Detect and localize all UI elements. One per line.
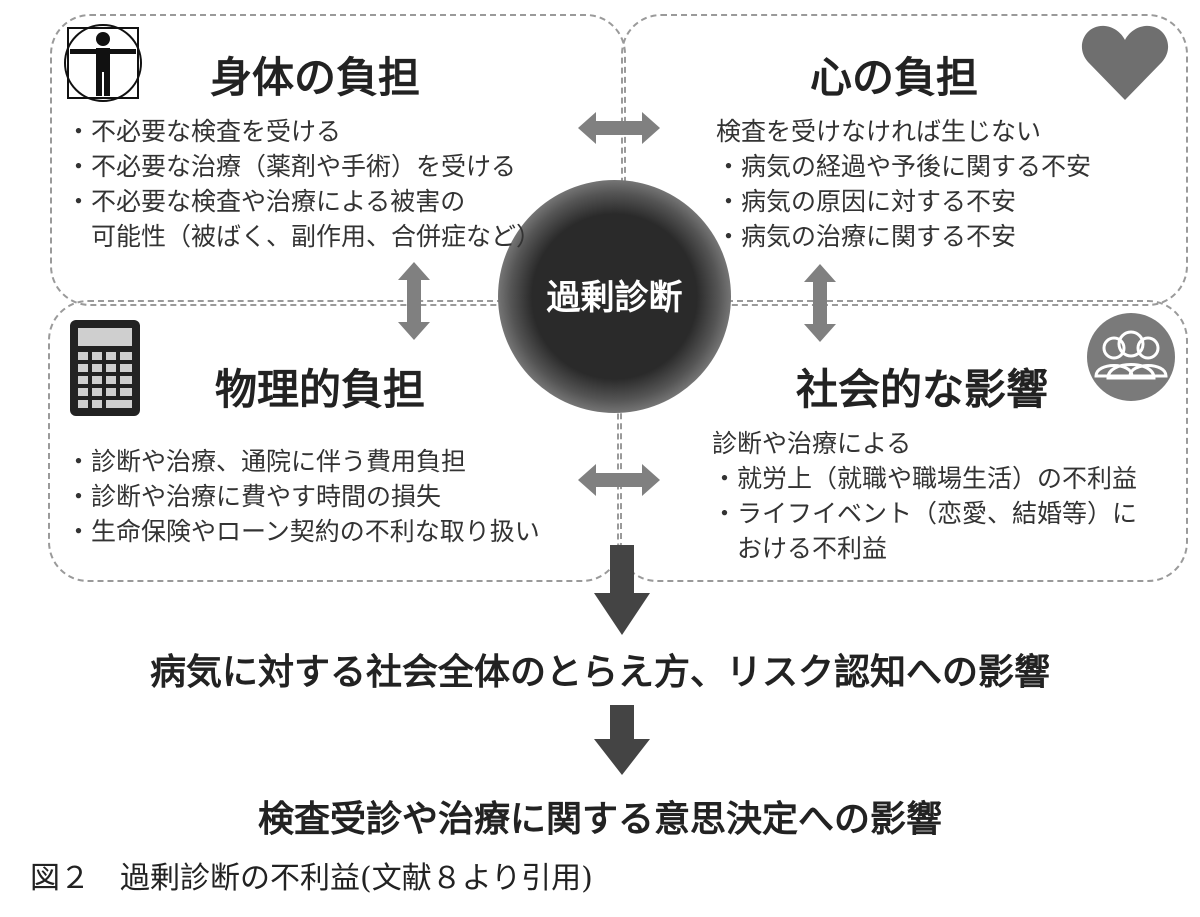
list-material-burden: ・診断や治療、通院に伴う費用負担 ・診断や治療に費やす時間の損失 ・生命保険やロ… [66,444,540,549]
list-item: ・病気の治療に関する不安 [716,222,1017,251]
down-arrow-2 [594,705,650,775]
quadrant-physical-burden [50,14,626,306]
center-circle [498,180,731,413]
title-social-impact: 社会的な影響 [796,365,1049,414]
list-mental-burden: 検査を受けなければ生じない ・病気の経過や予後に関する不安 ・病気の原因に対する… [716,114,1091,254]
double-arrow-horizontal-top [578,112,660,144]
list-item: ・就労上（就職や職場生活）の不利益 [712,464,1138,493]
list-item: ・不必要な検査や治療による被害の [66,187,466,216]
flow-step-risk-perception: 病気に対する社会全体のとらえ方、リスク認知への影響 [149,652,1050,693]
list-item: ・ライフイベント（恋愛、結婚等）に [712,499,1138,528]
list-item: ・診断や治療に費やす時間の損失 [66,482,442,511]
double-arrow-vertical-right [804,264,836,342]
quadrant-social-impact [617,300,1188,582]
list-item: ・病気の原因に対する不安 [716,187,1017,216]
list-item: ・不必要な検査を受ける [66,117,342,146]
center-label: 過剰診断 [546,278,683,318]
list-item: ・生命保険やローン契約の不利な取り扱い [66,517,540,546]
down-arrow-1 [594,545,650,635]
quadrant-material-burden [48,300,622,582]
vitruvian-man-icon [64,24,142,102]
calculator-icon [70,320,140,416]
list-physical-burden: ・不必要な検査を受ける ・不必要な治療（薬剤や手術）を受ける ・不必要な検査や治… [66,114,541,254]
double-arrow-horizontal-bottom [578,464,660,496]
list-item: 検査を受けなければ生じない [716,117,1042,146]
quadrant-mental-burden [621,14,1188,306]
heart-icon [1081,25,1169,100]
list-social-impact: 診断や治療による ・就労上（就職や職場生活）の不利益 ・ライフイベント（恋愛、結… [712,426,1137,566]
people-group-icon [1087,313,1175,401]
flow-step-decision-making: 検査受診や治療に関する意思決定への影響 [257,799,942,840]
list-item: おける不利益 [712,534,888,563]
list-item: 診断や治療による [712,429,912,458]
figure-caption: 図２ 過剰診断の不利益(文献８より引用) [30,861,593,896]
list-item: ・診断や治療、通院に伴う費用負担 [66,447,467,476]
list-item: ・病気の経過や予後に関する不安 [716,152,1092,181]
double-arrow-vertical-left [398,262,430,340]
title-mental-burden: 心の負担 [810,53,979,102]
title-material-burden: 物理的負担 [215,365,426,414]
title-physical-burden: 身体の負担 [210,53,421,102]
list-item: 可能性（被ばく、副作用、合併症など） [66,222,542,251]
list-item: ・不必要な治療（薬剤や手術）を受ける [66,152,517,181]
